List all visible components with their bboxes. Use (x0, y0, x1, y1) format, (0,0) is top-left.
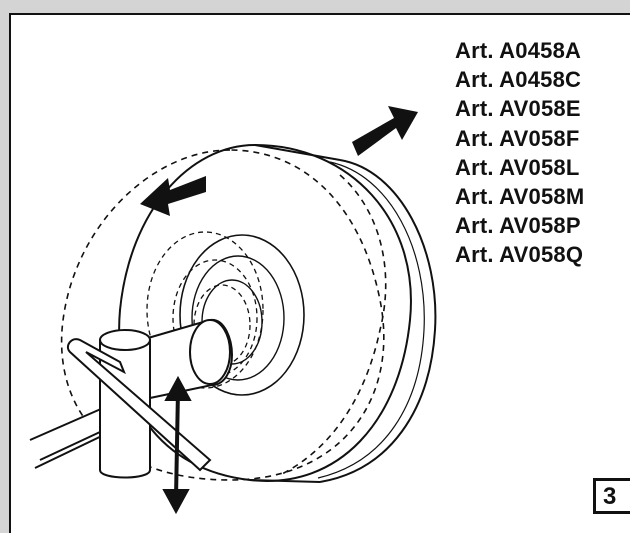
figure-number: 3 (603, 483, 617, 510)
article-code: Art. AV058M (455, 184, 585, 210)
article-code-list: Art. A0458A Art. A0458C Art. AV058E Art.… (455, 36, 584, 270)
hex-key-tool (66, 338, 212, 472)
figure-number-badge: 3 (593, 478, 630, 514)
article-code: Art. AV058L (455, 154, 580, 180)
vertical-adjust-arrow (162, 375, 192, 515)
wheel-disc (118, 143, 437, 483)
article-code: Art. AV058Q (455, 242, 584, 268)
article-code: Art. A0458C (455, 67, 582, 93)
article-code: Art. AV058E (455, 96, 581, 122)
inward-arrow (140, 176, 206, 216)
article-code: Art. AV058F (455, 125, 580, 151)
article-code: Art. A0458A (455, 38, 582, 63)
wobble-wheel-outline (60, 149, 387, 481)
outward-arrow (352, 106, 418, 156)
balancer-shaft (146, 318, 234, 400)
article-code: Art. AV058P (455, 213, 581, 239)
